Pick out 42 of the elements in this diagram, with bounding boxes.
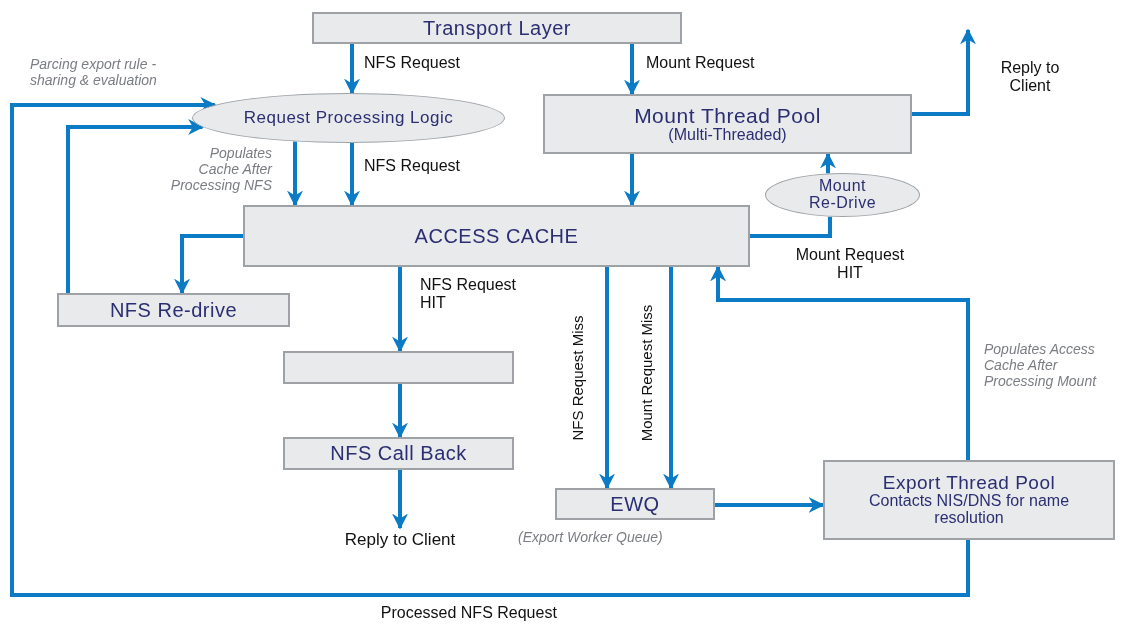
arrow [624,44,640,96]
arrow [663,267,679,490]
arrow [10,97,970,597]
node-label: EWQ [610,493,660,515]
arrow [624,154,640,207]
arrow [344,44,360,95]
arrow [392,267,408,353]
node-label: Mount Re-Drive [807,178,878,212]
node-label: ACCESS CACHE [414,225,579,247]
node-sublabel: Contacts NIS/DNS for name resolution [867,493,1071,527]
arrow [392,470,408,530]
node-label: Export Thread Pool [882,473,1056,494]
arrow [344,143,360,207]
node-label: Request Processing Logic [243,109,454,127]
process-box [243,205,750,267]
arrow [287,141,303,207]
process-box [543,94,912,154]
edge-label: NFS Request Miss [569,315,587,441]
arrow [820,152,836,174]
node-sublabel: (Multi-Threaded) [668,126,787,144]
edge-label: Populates Cache After Processing NFS [168,145,272,194]
arrow [174,234,243,295]
process-box [555,488,715,520]
empty-box [283,351,514,384]
node-label: NFS Call Back [330,443,467,464]
reply-text: Reply to Client [300,528,500,552]
arrow [66,119,205,293]
arrow [912,28,976,116]
arrow [710,265,970,460]
node-label: Transport Layer [423,17,571,39]
arrow [392,384,408,439]
process-box [312,12,682,44]
process-box [283,437,514,470]
process-box [823,460,1115,540]
node-label: Mount Thread Pool [634,104,821,127]
node-label: NFS Re-drive [109,299,238,321]
arrow [599,267,615,490]
edge-label: Mount Request Miss [638,304,656,442]
process-box [57,293,290,327]
arrow [715,497,825,513]
node-caption: (Export Worker Queue) [518,529,663,545]
connector-line [750,216,832,238]
